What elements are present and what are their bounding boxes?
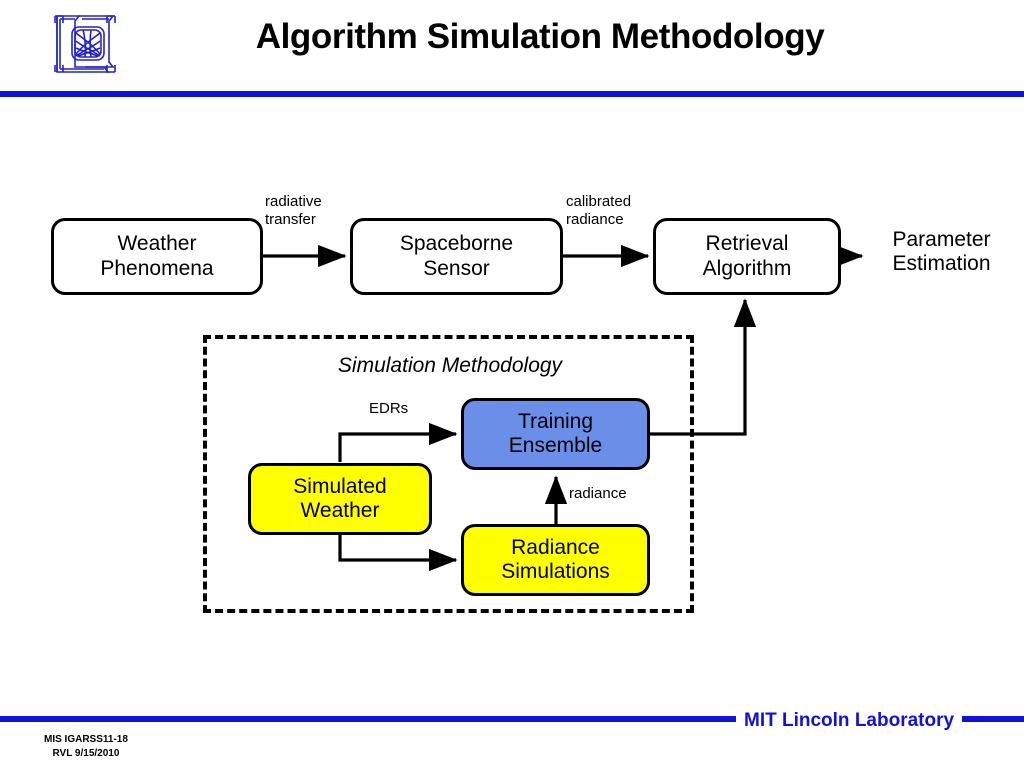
node-retrieval-algorithm-label: Retrieval Algorithm: [702, 232, 792, 280]
edge-label-edrs: EDRs: [369, 400, 409, 417]
node-spaceborne-sensor[interactable]: Spaceborne Sensor: [350, 218, 563, 295]
node-radiance-simulations[interactable]: Radiance Simulations: [461, 524, 650, 596]
node-radiance-simulations-label: Radiance Simulations: [501, 535, 610, 583]
node-training-ensemble-label: Training Ensemble: [508, 409, 603, 457]
edge-label-radiative-transfer: radiative transfer: [265, 193, 322, 228]
footer-brand: MIT Lincoln Laboratory: [736, 710, 963, 732]
footer-divider: [0, 716, 1024, 722]
node-spaceborne-sensor-label: Spaceborne Sensor: [399, 232, 514, 280]
node-training-ensemble[interactable]: Training Ensemble: [461, 398, 650, 470]
node-simulated-weather-label: Simulated Weather: [293, 474, 387, 522]
edge-label-calibrated-radiance: calibrated radiance: [566, 193, 632, 228]
footer-meta-line-1: MIS IGARSS11-18: [44, 734, 128, 745]
edge-label-radiance: radiance: [569, 485, 627, 502]
simulation-methodology-title: Simulation Methodology: [337, 354, 563, 377]
mit-lincoln-laboratory-logo-icon: [49, 10, 121, 82]
node-simulated-weather[interactable]: Simulated Weather: [248, 463, 432, 535]
footer-meta-line-2: RVL 9/15/2010: [52, 747, 120, 759]
page-title: Algorithm Simulation Methodology: [255, 17, 825, 56]
header-divider: [0, 91, 1024, 97]
node-weather-phenomena[interactable]: Weather Phenomena: [51, 218, 263, 295]
simulation-methodology-region: [203, 335, 694, 613]
footer-meta: MIS IGARSS11-18 RVL 9/15/2010: [44, 733, 128, 760]
node-weather-phenomena-label: Weather Phenomena: [100, 232, 214, 280]
label-parameter-estimation: Parameter Estimation: [892, 228, 991, 276]
node-retrieval-algorithm[interactable]: Retrieval Algorithm: [653, 218, 841, 295]
